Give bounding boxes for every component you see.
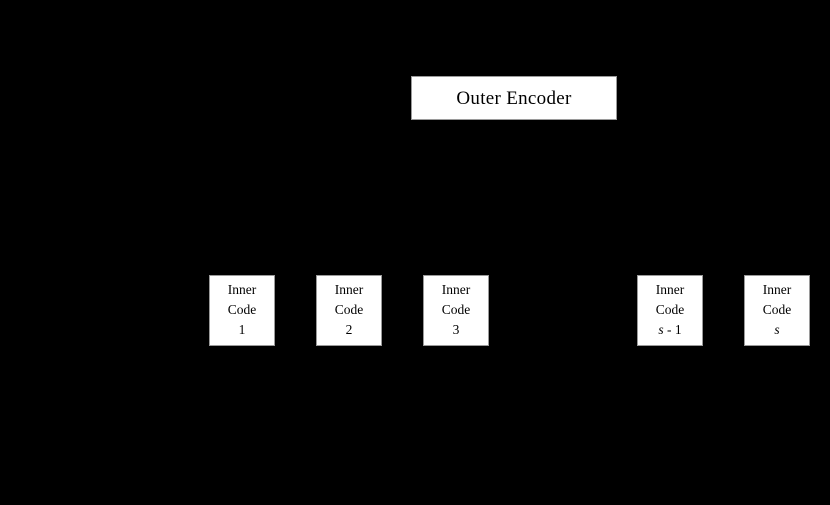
inner-code-index-1: 1 (238, 322, 246, 337)
inner-code-index-2: 2 (345, 322, 353, 337)
inner-code-line-1: Inner (441, 282, 471, 297)
inner-code-index-s: s (774, 322, 780, 337)
outer-encoder-box: Outer Encoder (411, 76, 617, 120)
inner-code-box-1: Inner Code 1 (209, 275, 275, 346)
inner-code-line-1: Inner (227, 282, 257, 297)
inner-code-index-3: 3 (452, 322, 460, 337)
inner-code-box-s-minus-1: Inner Code s - 1 (637, 275, 703, 346)
inner-code-index-s-minus-1: s - 1 (658, 320, 681, 340)
inner-code-box-s: Inner Code s (744, 275, 810, 346)
inner-code-line-2: Code (762, 302, 792, 317)
inner-code-line-2: Code (655, 302, 685, 317)
inner-code-line-1: Inner (762, 282, 792, 297)
inner-code-line-2: Code (441, 302, 471, 317)
outer-encoder-label: Outer Encoder (456, 87, 572, 109)
inner-code-line-1: Inner (334, 282, 364, 297)
inner-code-line-2: Code (334, 302, 364, 317)
symbol-s: s (658, 322, 664, 337)
number-one: 1 (674, 322, 682, 337)
inner-code-box-3: Inner Code 3 (423, 275, 489, 346)
inner-code-line-1: Inner (655, 282, 685, 297)
inner-code-row: Inner Code 1 Inner Code 2 Inner Code 3 I… (0, 275, 830, 346)
inner-code-line-2: Code (227, 302, 257, 317)
inner-code-box-2: Inner Code 2 (316, 275, 382, 346)
minus-operator: - (663, 322, 675, 337)
